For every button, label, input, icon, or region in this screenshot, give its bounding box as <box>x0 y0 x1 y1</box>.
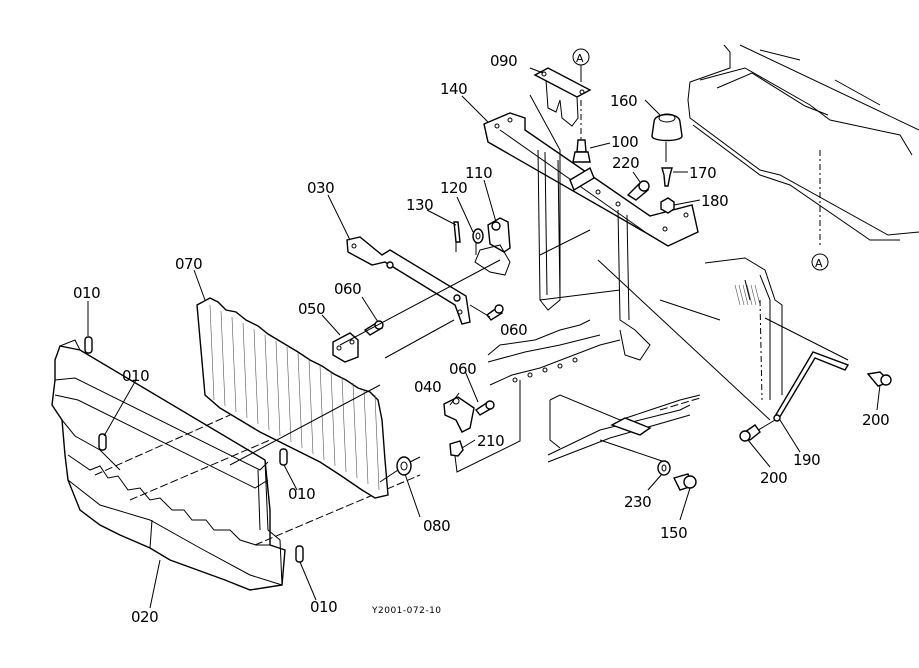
stay-rod-part <box>754 317 850 433</box>
grille-rib <box>253 328 259 425</box>
reference-marker-label: A <box>576 52 584 65</box>
screw-part <box>363 304 504 416</box>
upper-bracket-part <box>533 67 592 127</box>
bolt-220-part <box>626 180 650 201</box>
callout-090: 090 <box>490 52 517 70</box>
callout-050: 050 <box>298 300 325 318</box>
grille-rib <box>297 352 303 449</box>
spring-part <box>472 228 484 255</box>
bracket-part <box>332 332 359 363</box>
callout-010: 010 <box>122 367 149 385</box>
grille-rib <box>220 310 226 407</box>
bolt-part <box>572 100 591 163</box>
callout-020: 020 <box>131 608 158 626</box>
callout-120: 120 <box>440 179 467 197</box>
callout-150: 150 <box>660 524 687 542</box>
callout-060: 060 <box>449 360 476 378</box>
grille-screen-part <box>196 297 389 499</box>
leader-lines <box>87 67 881 609</box>
latch-part <box>474 217 511 276</box>
callout-010: 010 <box>288 485 315 503</box>
side-panel-part <box>704 257 783 401</box>
rubber-bumper-part <box>651 113 683 162</box>
bolt-200-part <box>739 371 892 442</box>
assembly-lines <box>229 229 771 466</box>
vent-slot <box>754 284 761 306</box>
bolt-170-part <box>661 167 673 187</box>
grille-rib <box>308 358 314 455</box>
callout-060: 060 <box>500 321 527 339</box>
washer-230-part <box>657 460 671 476</box>
vent-slot <box>750 284 757 306</box>
pin-part <box>453 221 461 252</box>
callout-labels: 010 010 010 010 020 030 040 050 060 060 … <box>73 52 890 626</box>
callout-130: 130 <box>406 196 433 214</box>
grille-rib <box>209 304 215 401</box>
callout-010: 010 <box>310 598 337 616</box>
main-frame-part <box>483 94 699 361</box>
hood-part <box>687 44 919 245</box>
reference-marker-top: A <box>572 48 590 82</box>
callout-200: 200 <box>862 411 889 429</box>
callout-080: 080 <box>423 517 450 535</box>
vent-slot <box>734 284 741 306</box>
grille-rib <box>330 370 336 467</box>
grille-rib <box>275 340 281 437</box>
callout-210: 210 <box>477 432 504 450</box>
support-bar-part <box>346 236 471 325</box>
grille-rib <box>231 316 237 413</box>
nut-180-part <box>660 197 675 214</box>
grille-rib <box>242 322 248 419</box>
grille-rib <box>319 364 325 461</box>
callout-190: 190 <box>793 451 820 469</box>
callout-010: 010 <box>73 284 100 302</box>
callout-230: 230 <box>624 493 651 511</box>
callout-040: 040 <box>414 378 441 396</box>
grille-rib <box>341 376 347 473</box>
clip-part <box>84 336 304 563</box>
callout-110: 110 <box>465 164 492 182</box>
drawing-code: Y2001-072-10 <box>371 606 442 616</box>
callout-220: 220 <box>612 154 639 172</box>
bracket-040-part <box>443 380 521 473</box>
grille-rib <box>363 388 369 485</box>
chassis-part <box>487 319 701 463</box>
callout-100: 100 <box>611 133 638 151</box>
callout-180: 180 <box>701 192 728 210</box>
grille-rib <box>264 334 270 431</box>
grille-rib <box>286 346 292 443</box>
washer-part <box>379 456 421 483</box>
vent-slot <box>742 284 749 306</box>
callout-200: 200 <box>760 469 787 487</box>
reference-marker-right: A <box>811 253 829 271</box>
callout-170: 170 <box>689 164 716 182</box>
callout-030: 030 <box>307 179 334 197</box>
vent-slot <box>738 284 745 306</box>
callout-140: 140 <box>440 80 467 98</box>
vent-slot <box>746 284 753 306</box>
front-grille-frame-part <box>51 339 421 591</box>
callout-070: 070 <box>175 255 202 273</box>
callout-160: 160 <box>610 92 637 110</box>
callout-060: 060 <box>334 280 361 298</box>
grille-rib <box>374 394 380 491</box>
reference-marker-label: A <box>815 257 823 270</box>
bolt-150-part <box>672 473 697 491</box>
